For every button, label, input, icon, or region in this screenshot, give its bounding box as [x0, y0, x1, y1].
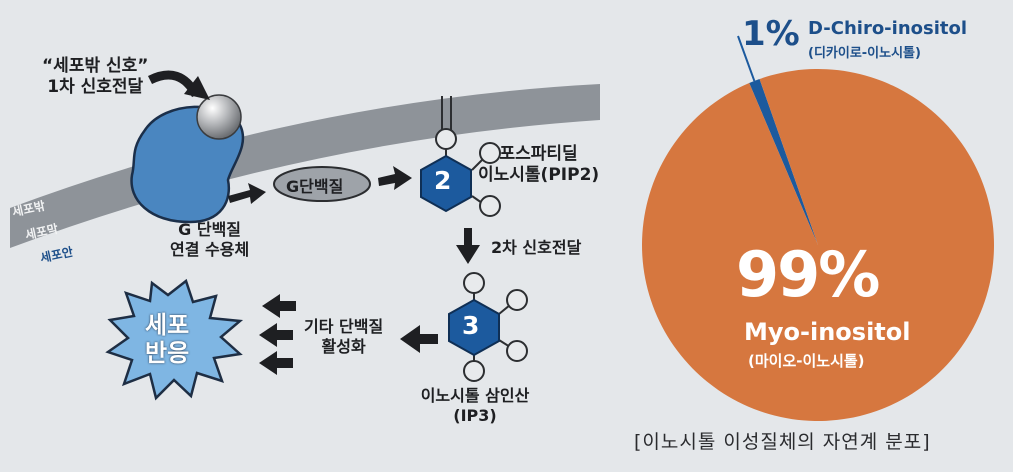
- pie-slice-dchiro-inositol: [749, 78, 818, 245]
- ip3-label-line2: (IP3): [453, 406, 497, 425]
- myo-percent: 99%: [736, 238, 880, 311]
- pip2-molecule: [420, 96, 501, 217]
- dchiro-korean: (디카이로-이노시톨): [808, 46, 921, 61]
- pip2-number: 2: [434, 166, 452, 195]
- arrow-receptor-to-gprotein: [228, 183, 266, 204]
- arrow-response-3: [259, 351, 293, 375]
- other-protein-label: 기타 단백질 활성화: [304, 317, 383, 357]
- dchiro-percent: 1%: [742, 14, 800, 54]
- second-signal-label: 2차 신호전달: [491, 238, 582, 257]
- cell-response-burst: [105, 278, 244, 401]
- extracellular-signal-label: “세포밖 신호” 1차 신호전달: [42, 56, 148, 98]
- pip2-label: 포스파티딜 이노시톨(PIP2): [478, 144, 599, 186]
- signal-label-line2: 1차 신호전달: [47, 77, 144, 97]
- g-protein-label: G단백질: [286, 177, 344, 196]
- dchiro-callout-line: [737, 35, 756, 82]
- other-protein-line2: 활성화: [321, 337, 366, 356]
- ip3-label: 이노시톨 삼인산 (IP3): [415, 386, 535, 426]
- pip2-label-line1: 포스파티딜: [499, 144, 578, 164]
- cell-response-line2: 반응: [145, 339, 190, 367]
- pip2-label-line2: 이노시톨(PIP2): [478, 165, 600, 185]
- chart-caption: [이노시톨 이성질체의 자연계 분포]: [634, 431, 931, 453]
- ip3-label-line1: 이노시톨 삼인산: [420, 386, 530, 405]
- receptor-label-line1: G 단백질: [178, 220, 242, 239]
- arrow-response-1: [262, 294, 296, 318]
- g-protein-oval: [273, 166, 371, 202]
- arrow-pip2-to-ip3: [456, 228, 480, 264]
- ip3-number: 3: [462, 311, 480, 340]
- signal-molecule: [196, 94, 242, 140]
- pie-slice-myo-inositol: [642, 68, 995, 422]
- arrow-ip3-to-protein: [400, 325, 438, 353]
- ip3-molecule: [448, 272, 528, 382]
- signal-label-line1: “세포밖 신호”: [42, 56, 149, 76]
- cell-response-label: 세포 반응: [145, 311, 189, 367]
- myo-name: Myo-inositol: [744, 318, 911, 346]
- receptor-label-line2: 연결 수용체: [170, 240, 250, 259]
- receptor-label: G 단백질 연결 수용체: [170, 220, 249, 260]
- inositol-pie-chart: [642, 68, 995, 422]
- signal-arrow-head: [184, 76, 210, 100]
- arrow-gprotein-to-pip2: [378, 166, 412, 190]
- other-protein-line1: 기타 단백질: [304, 317, 384, 336]
- arrow-response-2: [259, 323, 293, 347]
- dchiro-name: D-Chiro-inositol: [808, 18, 968, 39]
- cell-membrane-band: [10, 84, 600, 248]
- myo-korean: (마이오-이노시톨): [748, 352, 865, 370]
- cell-response-line1: 세포: [145, 311, 190, 339]
